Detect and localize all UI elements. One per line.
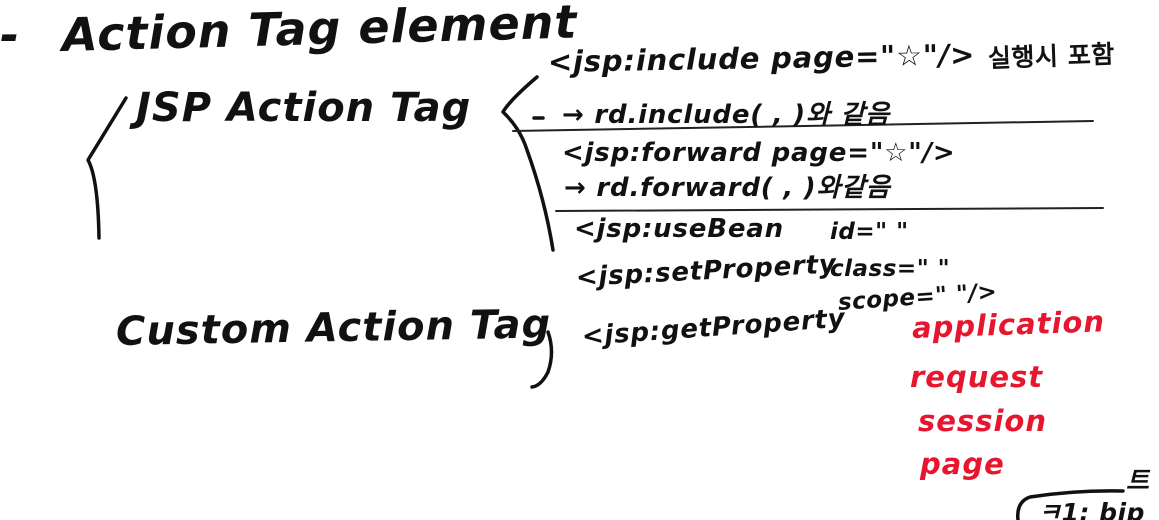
- scope-option-request: request: [910, 360, 1044, 394]
- corner-text-top: 트: [1126, 466, 1150, 495]
- custom-action-tag-label: Custom Action Tag: [115, 301, 552, 355]
- scope-option-application: application: [911, 304, 1106, 345]
- custom-tag-tail-stroke: [530, 330, 554, 389]
- header-title: Action Tag element: [61, 0, 579, 62]
- forward-tag-text: <jsp:forward page="☆"/>: [562, 138, 956, 168]
- include-tag-text: <jsp:include page="☆"/>: [547, 37, 976, 79]
- right-branch-bracket-stroke: [501, 75, 555, 252]
- forward-arrow-text: → rd.forward( , )와같음: [564, 173, 891, 203]
- include-arrow-text: → rd.include( , )와 같음: [562, 100, 891, 130]
- jsp-action-tag-label: JSP Action Tag: [136, 85, 472, 131]
- usebean-tag-text: <jsp:useBean: [574, 214, 784, 244]
- include-separator-line: [512, 120, 1094, 132]
- scope-option-session: session: [918, 404, 1047, 438]
- corner-arc-stroke: [1016, 489, 1125, 520]
- header-dash: -: [0, 8, 21, 62]
- scope-option-page: page: [920, 447, 1005, 481]
- include-runtime-note: 실행시 포함: [987, 39, 1116, 73]
- left-bracket-stroke: [86, 96, 128, 240]
- bean-attr-id: id=" ": [830, 219, 909, 245]
- corner-text-bottom: ㅋ1: bip: [1038, 498, 1145, 520]
- forward-separator-line: [555, 207, 1104, 212]
- bean-attr-class: class=" ": [830, 256, 951, 282]
